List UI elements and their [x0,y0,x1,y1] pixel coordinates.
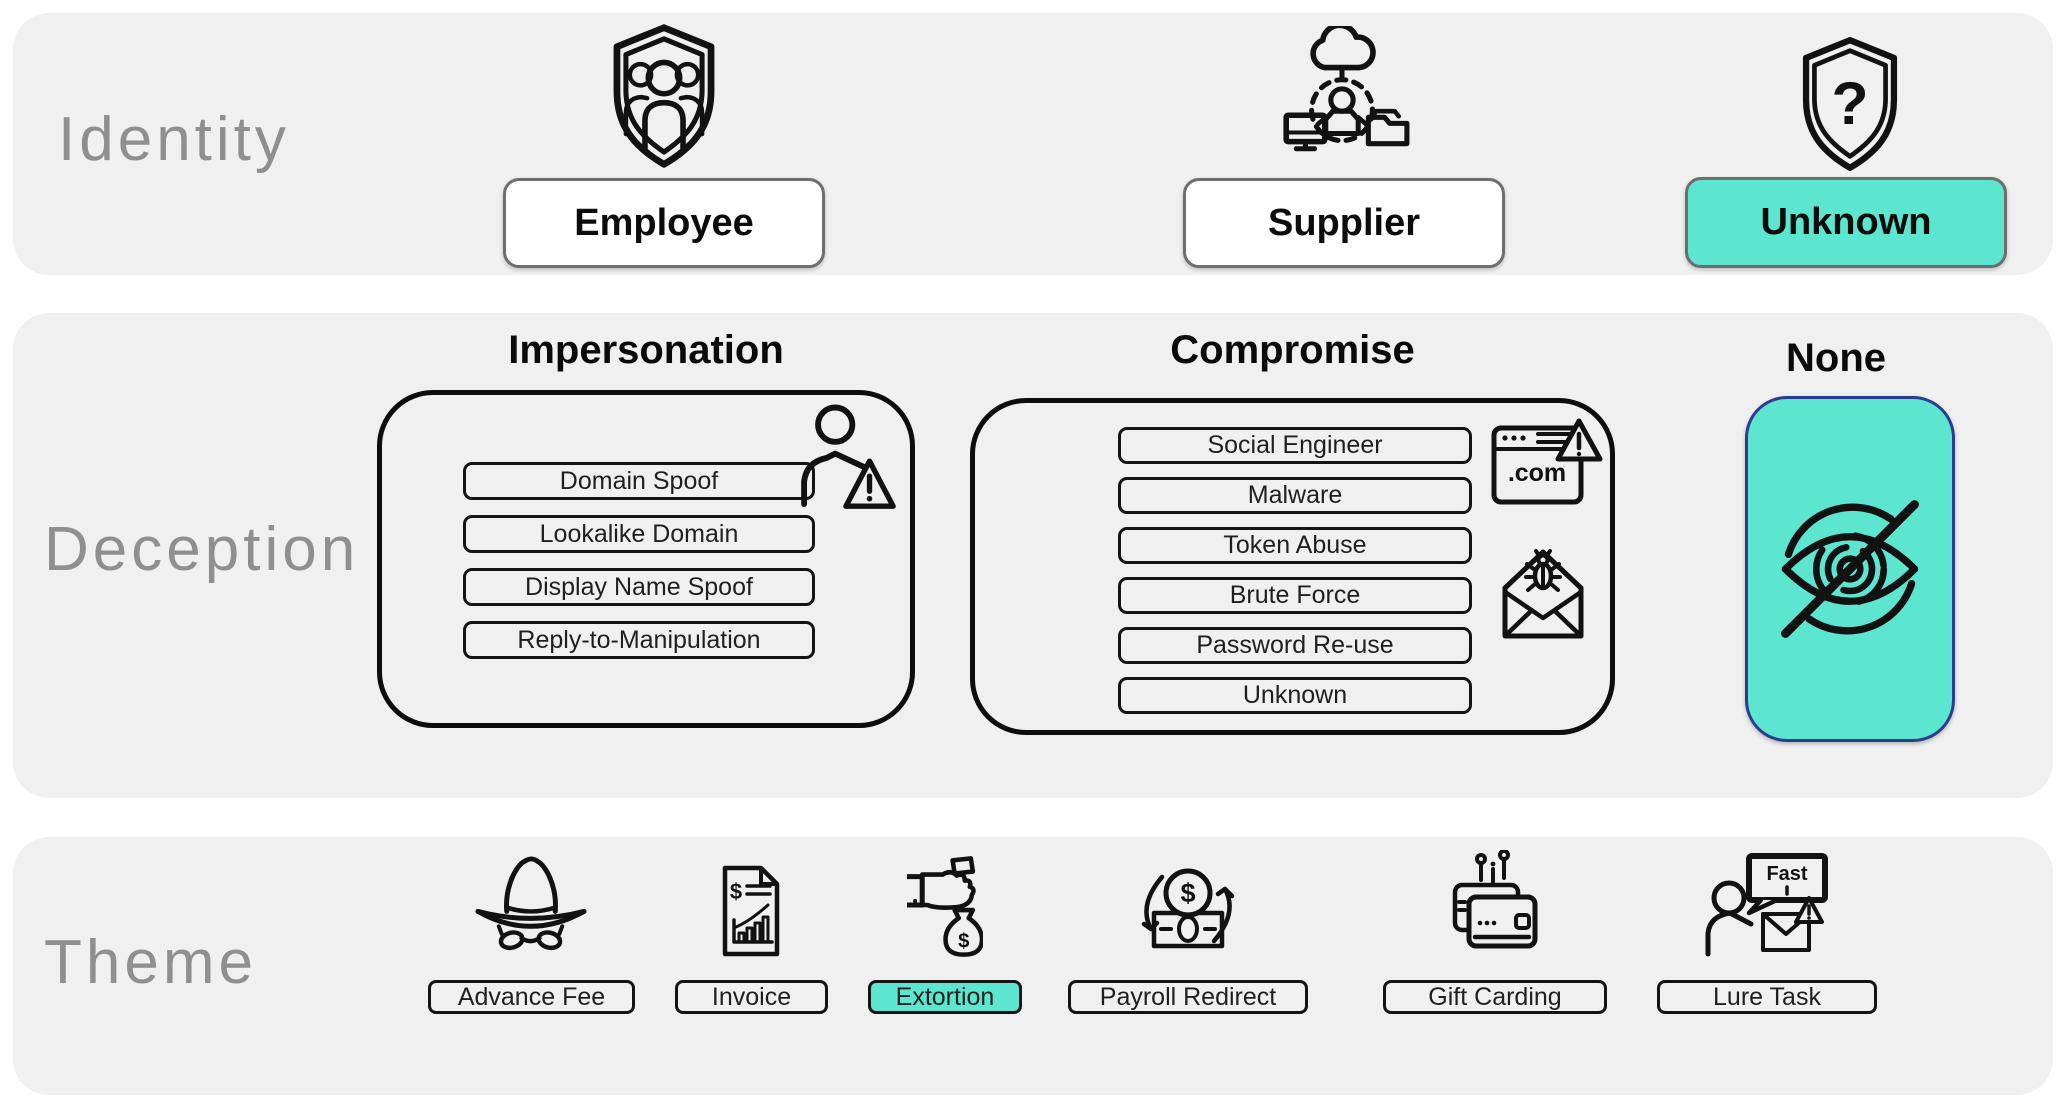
compromise-group-box [970,398,1615,735]
fist-money-bag-icon: $ [907,856,983,957]
question-mark-glyph: ? [1831,69,1868,137]
deception-option-domain-spoof[interactable]: Domain Spoof [463,462,815,500]
chip-label: Advance Fee [457,982,606,1011]
chip-label: Gift Carding [1428,982,1562,1011]
fast-text: Fast [1766,863,1807,885]
dollar-glyph: $ [730,879,742,904]
chip-label: Malware [1247,481,1343,509]
cloud-person-network-icon [1283,26,1410,152]
theme-option-lure-task[interactable]: Lure Task [1657,980,1877,1014]
impersonation-group-title: Impersonation [508,328,784,372]
deception-option-brute-force[interactable]: Brute Force [1118,577,1472,614]
chip-label: Unknown [1242,681,1348,709]
person-task-message-icon: Fast [1705,853,1828,957]
deception-option-reply-to-manipulation[interactable]: Reply-to-Manipulation [463,621,815,659]
deception-option-display-name-spoof[interactable]: Display Name Spoof [463,568,815,606]
impersonation-group-box [377,390,915,728]
identity-row-label: Identity [58,105,290,174]
shield-people-icon [613,24,715,168]
none-group-title: None [1786,336,1886,380]
browser-com-warning-icon: .com [1491,418,1603,505]
chip-label: Domain Spoof [559,466,719,495]
identity-option-unknown[interactable]: Unknown [1685,177,2007,268]
shield-question-icon: ? [1802,37,1898,171]
deception-option-token-abuse[interactable]: Token Abuse [1118,527,1472,564]
theme-row-label: Theme [44,928,257,997]
invoice-document-icon: $ [722,865,780,957]
gift-cards-icon [1452,850,1538,949]
money-cycle-icon: $ [1141,868,1235,949]
chip-label: Invoice [711,982,792,1011]
chip-label: Brute Force [1229,581,1361,609]
deception-option-social-engineer[interactable]: Social Engineer [1118,427,1472,464]
compromise-group-title: Compromise [1170,328,1415,372]
chip-label: Password Re-use [1196,631,1394,659]
deception-band [13,313,2053,798]
spy-icon [475,856,587,951]
deception-option-unknown[interactable]: Unknown [1118,677,1472,714]
dollar-glyph: $ [1180,878,1195,908]
theme-option-advance-fee[interactable]: Advance Fee [428,980,635,1014]
deception-row-label: Deception [44,515,360,584]
theme-band [13,837,2053,1095]
chip-label: Payroll Redirect [1099,982,1277,1011]
theme-option-payroll-redirect[interactable]: Payroll Redirect [1068,980,1308,1014]
chip-label: Display Name Spoof [525,572,753,601]
hidden-eye-icon [1781,500,1919,638]
person-warning-icon [801,404,896,509]
identity-option-label: Employee [574,201,754,244]
envelope-bug-icon [1502,549,1584,639]
chip-label: Lure Task [1713,982,1821,1011]
chip-label: Lookalike Domain [539,519,739,548]
identity-option-label: Unknown [1760,201,1932,243]
chip-label: Extortion [895,982,995,1011]
identity-option-label: Supplier [1267,201,1421,244]
dollar-glyph: $ [958,931,969,953]
deception-option-lookalike-domain[interactable]: Lookalike Domain [463,515,815,553]
theme-option-gift-carding[interactable]: Gift Carding [1383,980,1607,1014]
chip-label: Social Engineer [1207,431,1383,459]
chip-label: Token Abuse [1223,531,1367,559]
chip-label: Reply-to-Manipulation [517,625,761,654]
com-text: .com [1508,459,1566,487]
identity-option-supplier[interactable]: Supplier [1183,178,1505,268]
identity-option-employee[interactable]: Employee [503,178,825,268]
deception-option-malware[interactable]: Malware [1118,477,1472,514]
theme-option-extortion[interactable]: Extortion [868,980,1022,1014]
theme-option-invoice[interactable]: Invoice [675,980,828,1014]
deception-option-password-reuse[interactable]: Password Re-use [1118,627,1472,664]
